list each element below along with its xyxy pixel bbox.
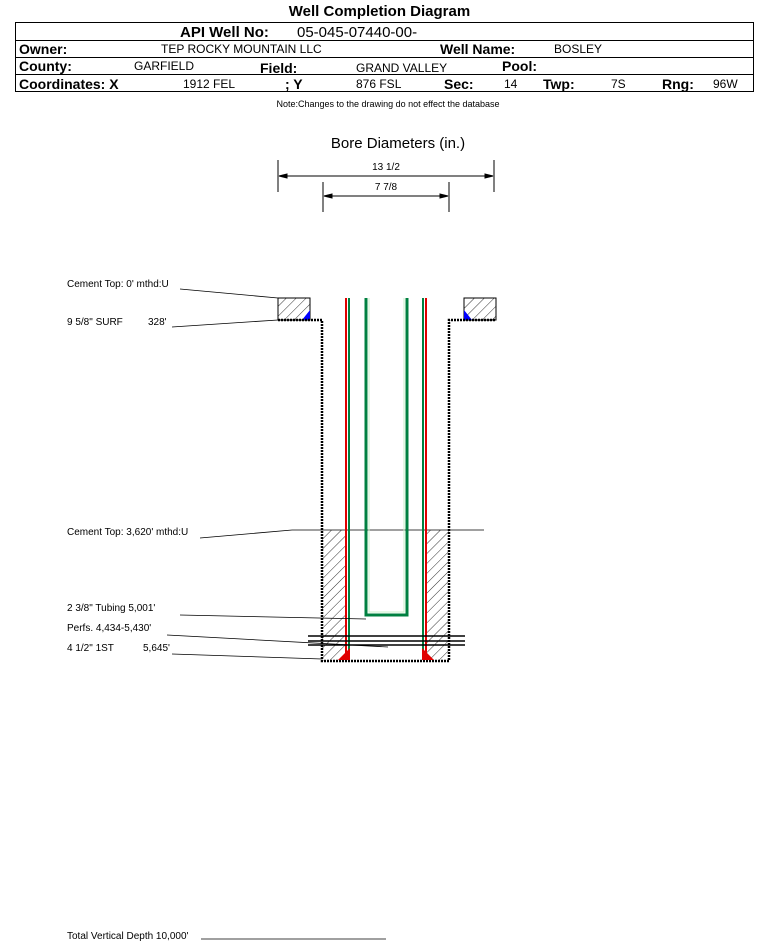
api-label: API Well No: (180, 24, 269, 41)
twp-value: 7S (611, 77, 626, 91)
prod-depth-label: 5,645' (143, 643, 170, 654)
field-value: GRAND VALLEY (356, 61, 448, 75)
pool-label: Pool: (502, 58, 537, 74)
owner-label: Owner: (19, 41, 68, 57)
page-title: Well Completion Diagram (288, 3, 471, 20)
bore-hole-outline (278, 318, 496, 663)
production-casing (338, 298, 434, 660)
perfs-label: Perfs. 4,434-5,430' (67, 623, 151, 634)
sec-label: Sec: (444, 76, 474, 92)
cement-top-surf-label: Cement Top: 0' mthd:U (67, 279, 169, 290)
bore-dimension-inner (322, 182, 450, 212)
surface-cement (277, 297, 497, 321)
wellname-value: BOSLEY (554, 42, 603, 56)
disclaimer-note: Note:Changes to the drawing do not effec… (276, 99, 500, 109)
owner-value: TEP ROCKY MOUNTAIN LLC (161, 42, 322, 56)
surf-depth-label: 328' (148, 317, 167, 328)
well-header-table: API Well No: 05-045-07440-00- Owner: TEP… (15, 22, 754, 92)
tubing (364, 298, 409, 617)
field-label: Field: (260, 60, 298, 76)
perforations (308, 635, 465, 646)
bore-diameters-title: Bore Diameters (in.) (331, 135, 465, 152)
twp-label: Twp: (543, 76, 575, 92)
coordy-value: 876 FSL (356, 77, 402, 91)
leader-lines (166, 288, 389, 940)
bore-outer-label: 13 1/2 (372, 162, 400, 173)
rng-label: Rng: (662, 76, 694, 92)
prod-casing-label: 4 1/2" 1ST (67, 643, 114, 654)
tvd-label: Total Vertical Depth 10,000' (67, 931, 189, 942)
wellname-label: Well Name: (440, 41, 516, 57)
bore-dimension-outer (277, 160, 495, 192)
sec-value: 14 (504, 77, 518, 91)
bore-inner-label: 7 7/8 (375, 182, 398, 193)
coordx-value: 1912 FEL (183, 77, 236, 91)
cement-top-prod-label: Cement Top: 3,620' mthd:U (67, 527, 188, 538)
coordy-label: ; Y (285, 76, 303, 92)
rng-value: 96W (713, 77, 738, 91)
surf-casing-label: 9 5/8" SURF (67, 317, 123, 328)
prod-cement (292, 529, 484, 660)
county-label: County: (19, 58, 72, 74)
county-value: GARFIELD (134, 59, 195, 73)
coordx-label: Coordinates: X (19, 76, 119, 92)
tubing-label: 2 3/8" Tubing 5,001' (67, 603, 155, 614)
api-value: 05-045-07440-00- (297, 24, 418, 41)
